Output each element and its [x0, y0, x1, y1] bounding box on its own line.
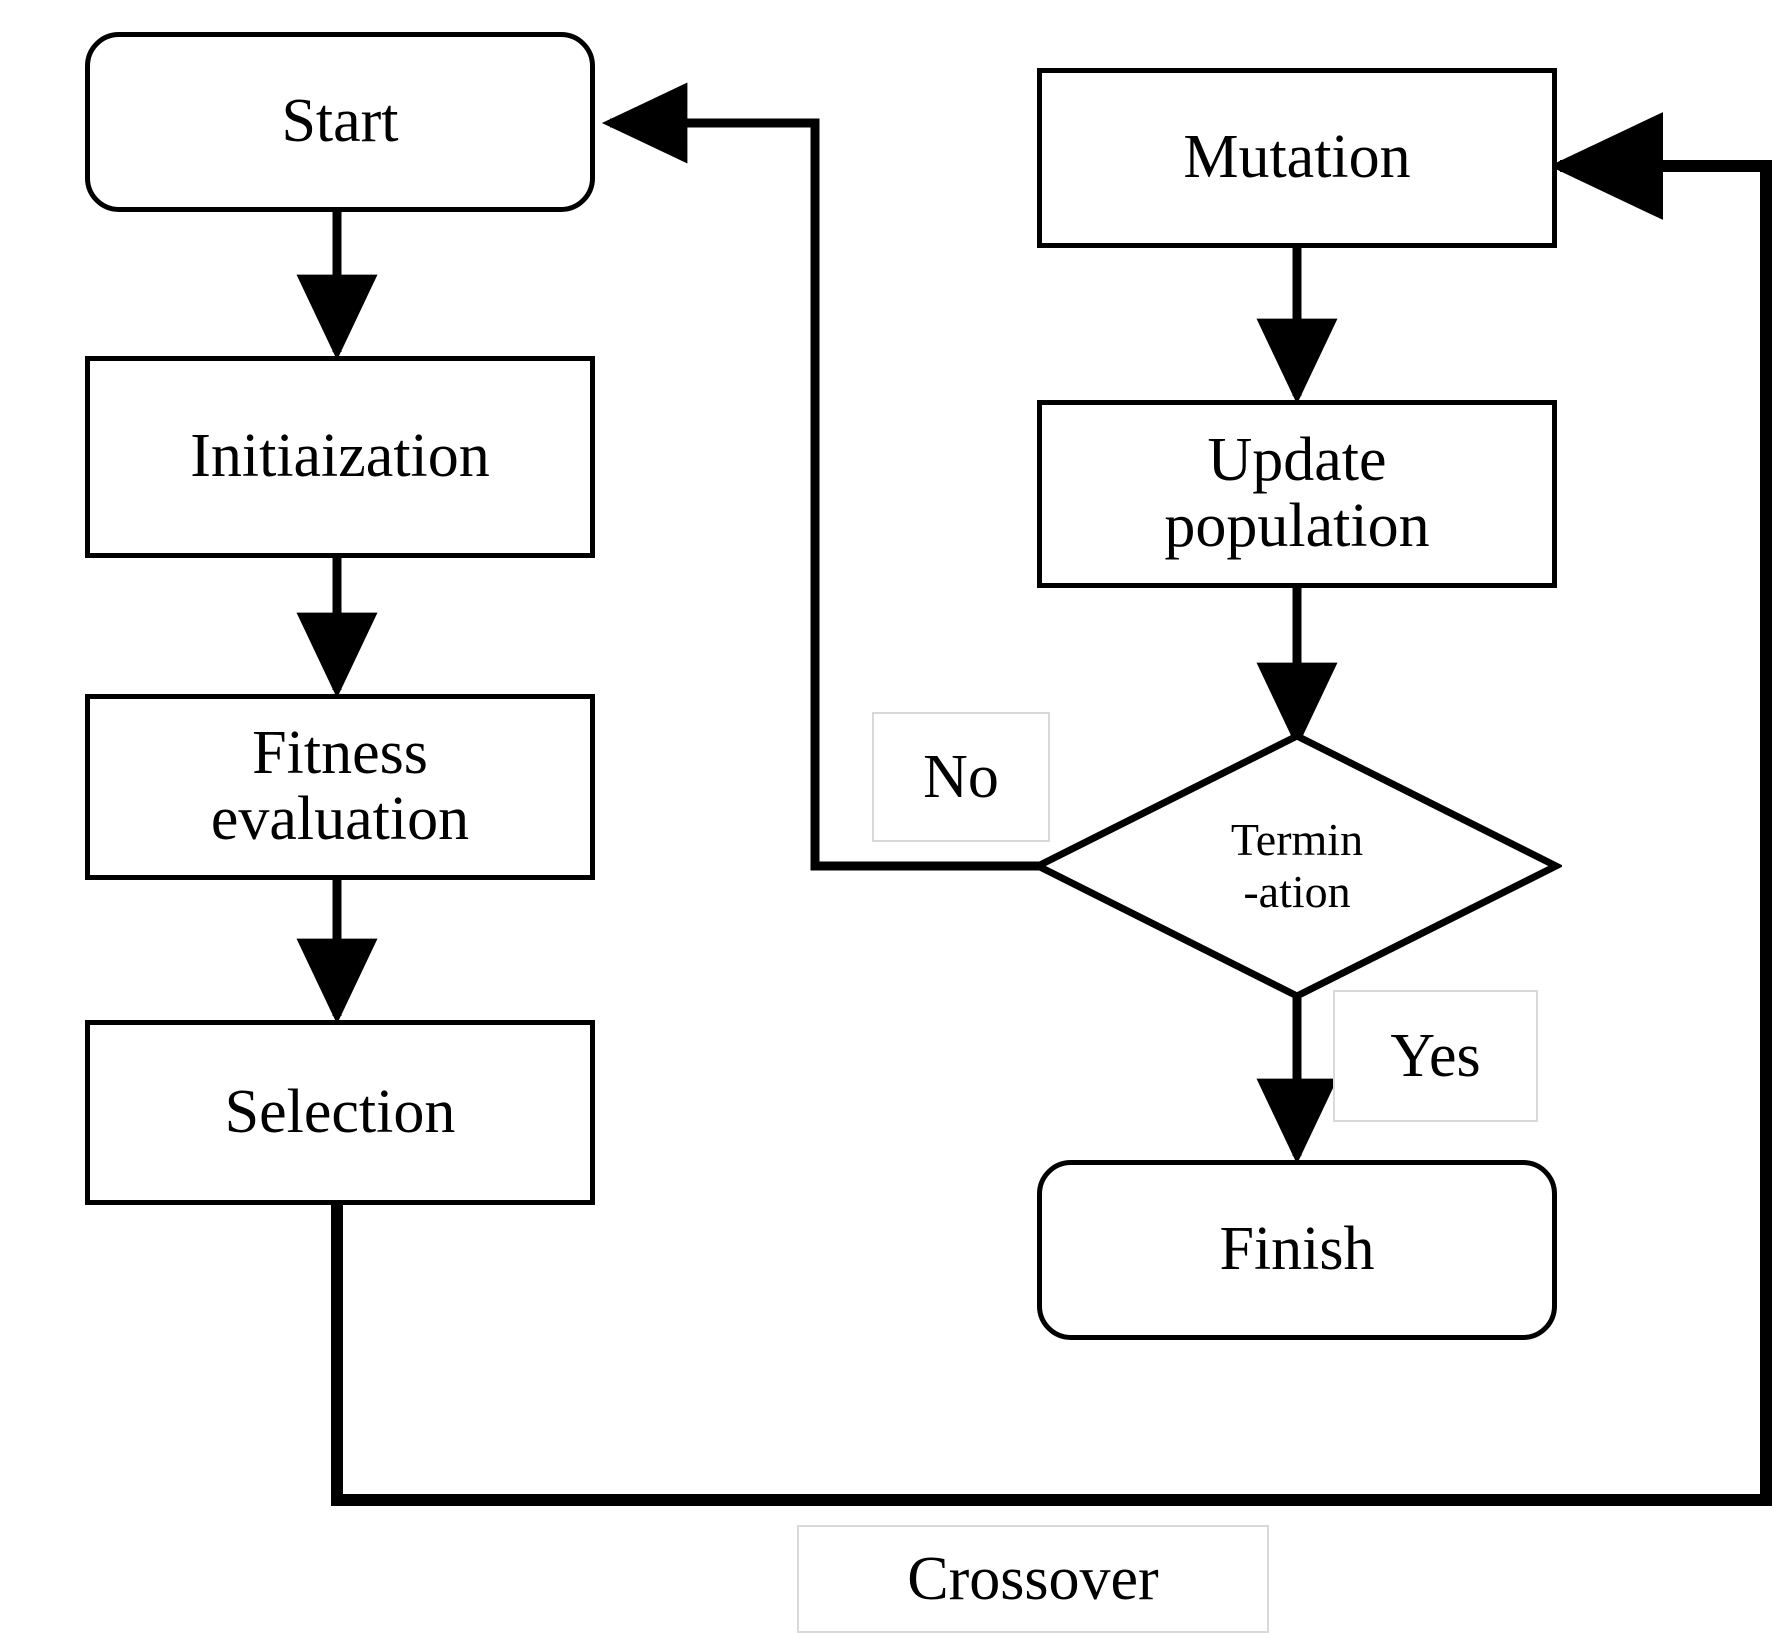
node-update-population[interactable]: Update population [1037, 400, 1557, 588]
edge-label-crossover: Crossover [797, 1525, 1269, 1633]
node-finish[interactable]: Finish [1037, 1160, 1557, 1340]
node-update-population-label: Update population [1164, 426, 1430, 560]
edge-label-crossover-text: Crossover [907, 1544, 1159, 1613]
node-fitness-evaluation-label: Fitness evaluation [210, 719, 470, 853]
edge-selection-mutation-crossover [331, 112, 1772, 1506]
edge-label-yes-text: Yes [1390, 1021, 1481, 1090]
node-mutation-label: Mutation [1183, 123, 1411, 192]
edge-label-no-text: No [923, 742, 999, 811]
edge-label-yes: Yes [1333, 990, 1538, 1122]
edge-label-no: No [872, 712, 1050, 842]
node-initialization-label: Initiaization [190, 422, 490, 491]
edge-termination-start-no [601, 82, 1042, 871]
node-termination-label-wrap: Termin -ation [1032, 730, 1562, 1002]
node-termination[interactable] [1032, 730, 1562, 1002]
node-selection[interactable]: Selection [85, 1020, 595, 1205]
node-selection-label: Selection [224, 1077, 456, 1146]
node-mutation[interactable]: Mutation [1037, 68, 1557, 248]
node-start[interactable]: Start [85, 32, 595, 212]
node-fitness-evaluation[interactable]: Fitness evaluation [85, 694, 595, 880]
node-termination-label: Termin -ation [1230, 814, 1364, 917]
node-finish-label: Finish [1219, 1215, 1375, 1284]
node-initialization[interactable]: Initiaization [85, 356, 595, 558]
node-start-label: Start [281, 87, 399, 156]
